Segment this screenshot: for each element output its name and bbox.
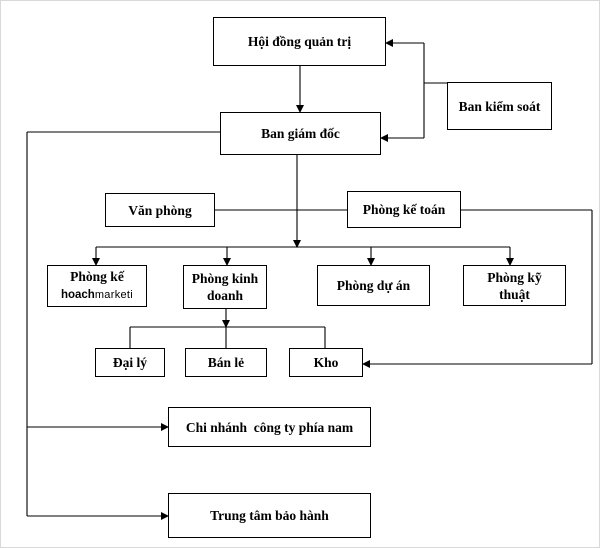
node-label: Ban kiểm soát	[458, 98, 541, 114]
node-label: Đại lý	[112, 355, 148, 370]
node-label: Bán lẻ	[207, 355, 245, 370]
node-label: Văn phòng	[128, 202, 192, 218]
node-label: Phòng dự án	[336, 278, 411, 293]
node-phong-ky-thuat: Phòng kỹ thuật	[463, 265, 566, 306]
node-phong-ke-hoach: Phòng kế hoachmarketi	[47, 265, 147, 307]
node-label-line2b: marketi	[94, 289, 134, 301]
node-label-line2: thuật	[499, 286, 530, 302]
node-phong-ke-toan: Phòng kế toán	[347, 191, 461, 228]
node-phong-kinh-doanh: Phòng kinh doanh	[183, 265, 267, 309]
node-hoi-dong-quan-tri: Hội đồng quản trị	[213, 17, 386, 66]
node-chi-nhanh: Chi nhánh công ty phía nam	[168, 407, 371, 447]
node-dai-ly: Đại lý	[95, 348, 165, 377]
node-label: Kho	[313, 355, 339, 370]
node-label: Hội đồng quản trị	[247, 34, 352, 49]
node-phong-du-an: Phòng dự án	[317, 265, 430, 306]
node-kho: Kho	[289, 348, 363, 377]
node-label-line2: doanh	[206, 288, 243, 303]
node-label: Ban giám đốc	[261, 126, 340, 141]
node-label-line1: Phòng kỹ	[487, 269, 542, 285]
node-label-line1: Phòng kinh	[191, 271, 259, 286]
node-ban-giam-doc: Ban giám đốc	[220, 112, 381, 155]
node-label-line1: Phòng kế	[70, 269, 124, 284]
node-label-line2a: hoach	[60, 289, 95, 301]
node-label: Trung tâm bảo hành	[210, 508, 329, 523]
node-ban-kiem-soat: Ban kiểm soát	[447, 82, 552, 130]
node-label: Phòng kế toán	[362, 202, 446, 217]
node-trung-tam-bao-hanh: Trung tâm bảo hành	[168, 493, 371, 538]
node-van-phong: Văn phòng	[105, 193, 215, 227]
node-ban-le: Bán lẻ	[185, 348, 267, 377]
node-label: Chi nhánh công ty phía nam	[185, 419, 354, 435]
